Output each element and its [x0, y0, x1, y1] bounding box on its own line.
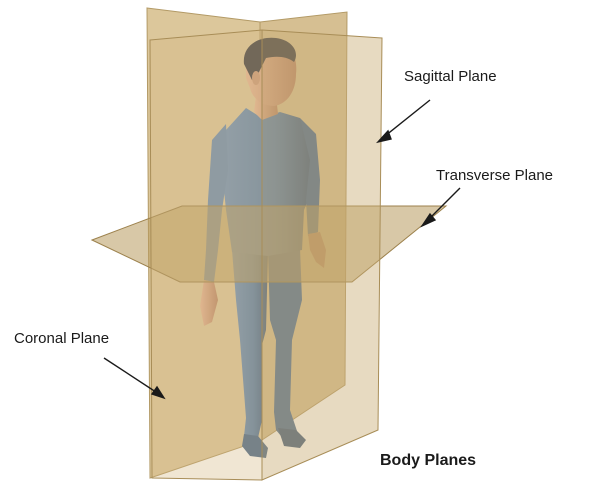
coronal-plane-label: Coronal Plane — [14, 330, 109, 347]
sagittal-plane-front — [262, 30, 382, 480]
sagittal-plane-label: Sagittal Plane — [404, 68, 497, 85]
transverse-plane-label: Transverse Plane — [436, 167, 553, 184]
coronal-plane-front — [150, 30, 262, 480]
diagram-title: Body Planes — [380, 452, 476, 470]
